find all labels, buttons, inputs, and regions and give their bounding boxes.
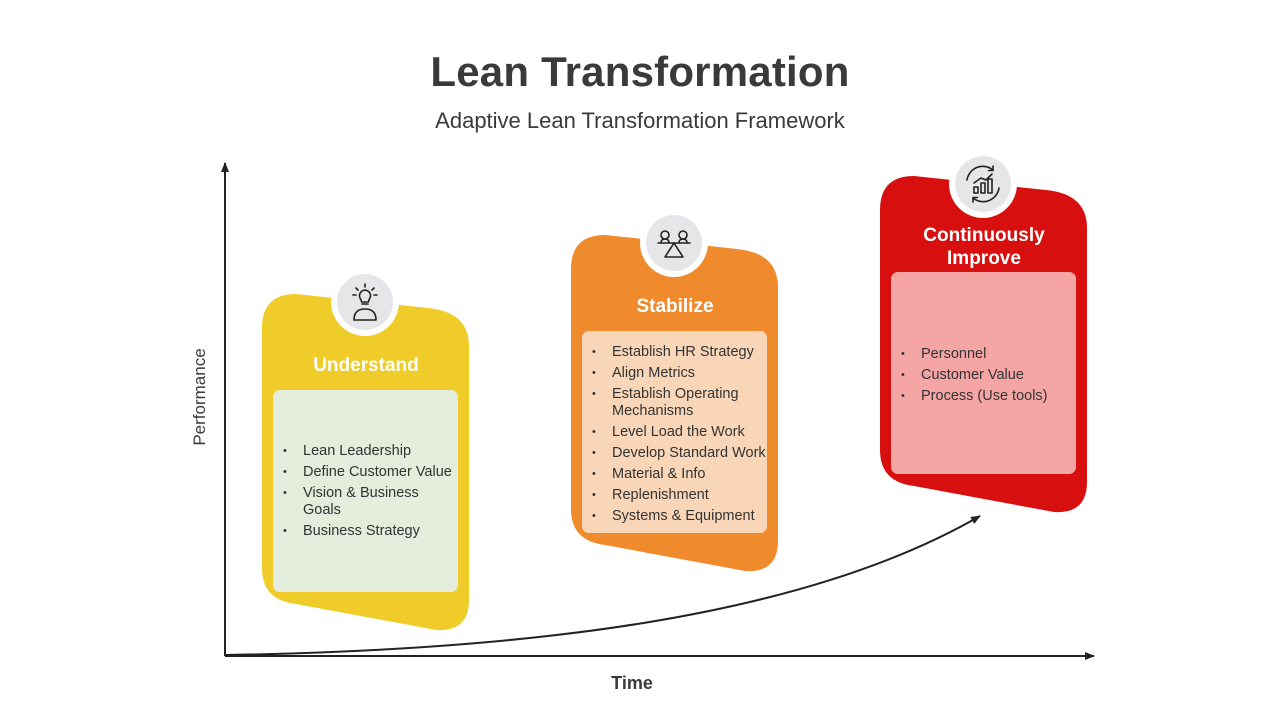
understand-icon-badge bbox=[331, 268, 399, 336]
list-item: Establish HR Strategy bbox=[582, 344, 767, 361]
list-item: Personnel bbox=[891, 346, 1076, 363]
understand-list: Lean Leadership Define Customer Value Vi… bbox=[273, 443, 458, 540]
list-item: Lean Leadership bbox=[273, 443, 458, 460]
list-item: Customer Value bbox=[891, 367, 1076, 384]
x-axis-label: Time bbox=[611, 673, 653, 693]
list-item: Align Metrics bbox=[582, 365, 767, 382]
improve-list: Personnel Customer Value Process (Use to… bbox=[891, 346, 1076, 405]
understand-panel: Lean Leadership Define Customer Value Vi… bbox=[273, 390, 458, 592]
list-item: Define Customer Value bbox=[273, 464, 458, 481]
lightbulb-person-icon bbox=[352, 283, 378, 321]
list-item: Level Load the Work bbox=[582, 424, 767, 441]
stabilize-title: Stabilize bbox=[636, 296, 714, 317]
growth-curve bbox=[225, 515, 981, 656]
improve-panel: Personnel Customer Value Process (Use to… bbox=[891, 272, 1076, 474]
balance-scale-icon bbox=[657, 230, 691, 258]
improve-icon-badge bbox=[949, 150, 1017, 218]
stabilize-icon-badge bbox=[640, 209, 708, 277]
understand-title: Understand bbox=[313, 355, 419, 376]
page-title: Lean Transformation bbox=[430, 48, 850, 95]
y-axis-label: Performance bbox=[190, 348, 209, 446]
improve-title: Continuously Improve bbox=[923, 225, 1045, 269]
list-item: Business Strategy bbox=[273, 523, 458, 540]
list-item: Vision & Business Goals bbox=[273, 485, 458, 519]
stabilize-panel: Establish HR Strategy Align Metrics Esta… bbox=[582, 331, 767, 533]
list-item: Process (Use tools) bbox=[891, 388, 1076, 405]
list-item: Develop Standard Work bbox=[582, 445, 767, 462]
list-item: Establish Operating Mechanisms bbox=[582, 386, 767, 420]
list-item: Systems & Equipment bbox=[582, 508, 767, 525]
stabilize-list: Establish HR Strategy Align Metrics Esta… bbox=[582, 344, 767, 525]
page-subtitle: Adaptive Lean Transformation Framework bbox=[435, 108, 845, 133]
list-item: Material & Info bbox=[582, 466, 767, 483]
growth-cycle-icon bbox=[966, 165, 1000, 203]
list-item: Replenishment bbox=[582, 487, 767, 504]
